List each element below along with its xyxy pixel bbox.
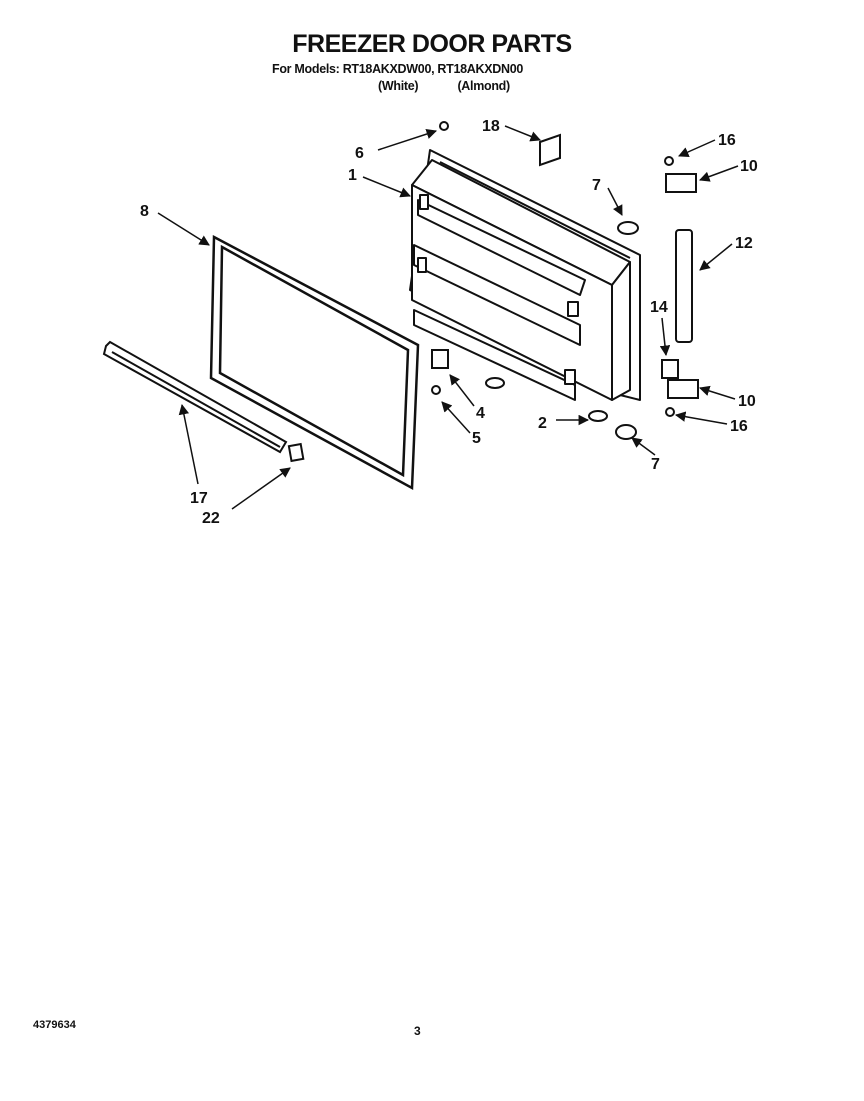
callout-4: 4 (476, 405, 485, 422)
model-colors: (White) (Almond) (378, 79, 510, 93)
callout-10-bottom: 10 (738, 393, 756, 410)
color-white-label: (White) (378, 79, 419, 93)
callout-14: 14 (650, 299, 668, 316)
callout-8: 8 (140, 203, 149, 220)
trim-strip-part (102, 340, 305, 463)
callout-2: 2 (538, 415, 547, 432)
callout-7-top: 7 (592, 177, 601, 194)
freezer-door-part (409, 149, 641, 440)
hinge-parts (431, 121, 699, 417)
callout-10-top: 10 (740, 158, 758, 175)
callout-5: 5 (472, 430, 481, 447)
callout-12: 12 (735, 235, 753, 252)
callout-leaders (157, 125, 739, 510)
callout-16-bottom: 16 (730, 418, 748, 435)
color-almond-label: (Almond) (457, 79, 510, 93)
model-numbers: For Models: RT18AKXDW00, RT18AKXDN00 (272, 62, 524, 76)
callout-6: 6 (355, 145, 364, 162)
door-gasket-part (209, 234, 420, 491)
callout-1: 1 (348, 167, 357, 184)
callout-18: 18 (482, 118, 500, 135)
page-title: FREEZER DOOR PARTS (292, 30, 572, 58)
callout-16-top: 16 (718, 132, 736, 149)
callout-17: 17 (190, 490, 208, 507)
callout-7-bottom: 7 (651, 456, 660, 473)
document-number: 4379634 (33, 1019, 76, 1031)
page-number: 3 (414, 1024, 421, 1038)
callout-22: 22 (202, 510, 220, 527)
